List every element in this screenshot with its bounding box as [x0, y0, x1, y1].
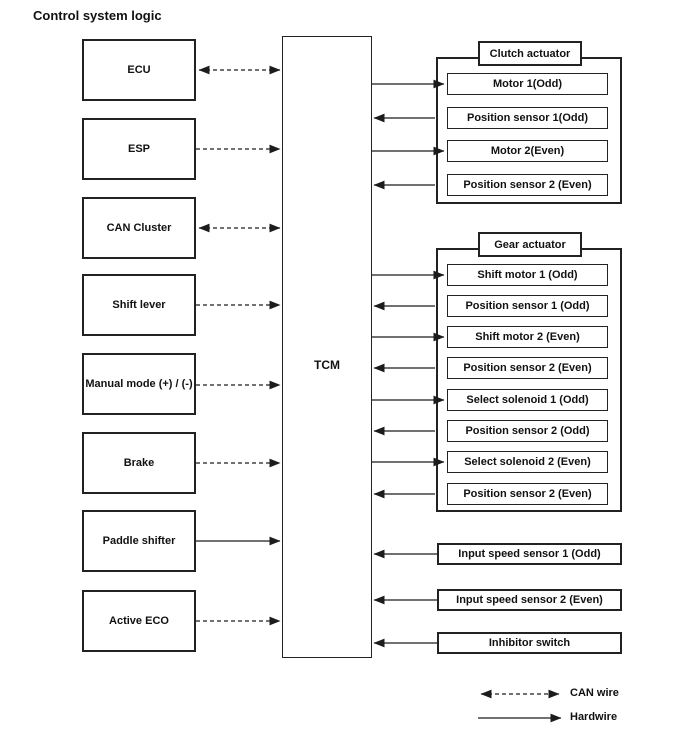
page-title: Control system logic: [33, 8, 162, 23]
gear-item-select-solenoid-2: Select solenoid 2 (Even): [447, 451, 608, 473]
box-inhibitor-switch: Inhibitor switch: [437, 632, 622, 654]
gear-item-shift-motor-2: Shift motor 2 (Even): [447, 326, 608, 348]
gear-item-position-sensor-1-odd: Position sensor 1 (Odd): [447, 295, 608, 317]
box-ecu: ECU: [82, 39, 196, 101]
box-esp: ESP: [82, 118, 196, 180]
box-active-eco: Active ECO: [82, 590, 196, 652]
gear-item-shift-motor-1: Shift motor 1 (Odd): [447, 264, 608, 286]
gear-item-select-solenoid-1: Select solenoid 1 (Odd): [447, 389, 608, 411]
box-input-speed-sensor-1: Input speed sensor 1 (Odd): [437, 543, 622, 565]
box-can-cluster: CAN Cluster: [82, 197, 196, 259]
legend-hardwire-label: Hardwire: [570, 711, 618, 723]
clutch-item-position-sensor-2: Position sensor 2 (Even): [447, 174, 608, 196]
clutch-item-motor-1: Motor 1(Odd): [447, 73, 608, 95]
legend-can-wire-label: CAN wire: [570, 687, 619, 699]
box-shift-lever: Shift lever: [82, 274, 196, 336]
clutch-item-motor-2: Motor 2(Even): [447, 140, 608, 162]
clutch-actuator-title: Clutch actuator: [478, 41, 582, 66]
box-tcm: [282, 36, 372, 658]
box-manual-mode: Manual mode (+) / (-): [82, 353, 196, 415]
tcm-label: TCM: [314, 358, 340, 372]
gear-actuator-title: Gear actuator: [478, 232, 582, 257]
box-input-speed-sensor-2: Input speed sensor 2 (Even): [437, 589, 622, 611]
gear-item-position-sensor-2-even: Position sensor 2 (Even): [447, 357, 608, 379]
box-brake: Brake: [82, 432, 196, 494]
clutch-item-position-sensor-1: Position sensor 1(Odd): [447, 107, 608, 129]
gear-item-position-sensor-2-even-2: Position sensor 2 (Even): [447, 483, 608, 505]
box-paddle-shifter: Paddle shifter: [82, 510, 196, 572]
gear-item-position-sensor-2-odd: Position sensor 2 (Odd): [447, 420, 608, 442]
